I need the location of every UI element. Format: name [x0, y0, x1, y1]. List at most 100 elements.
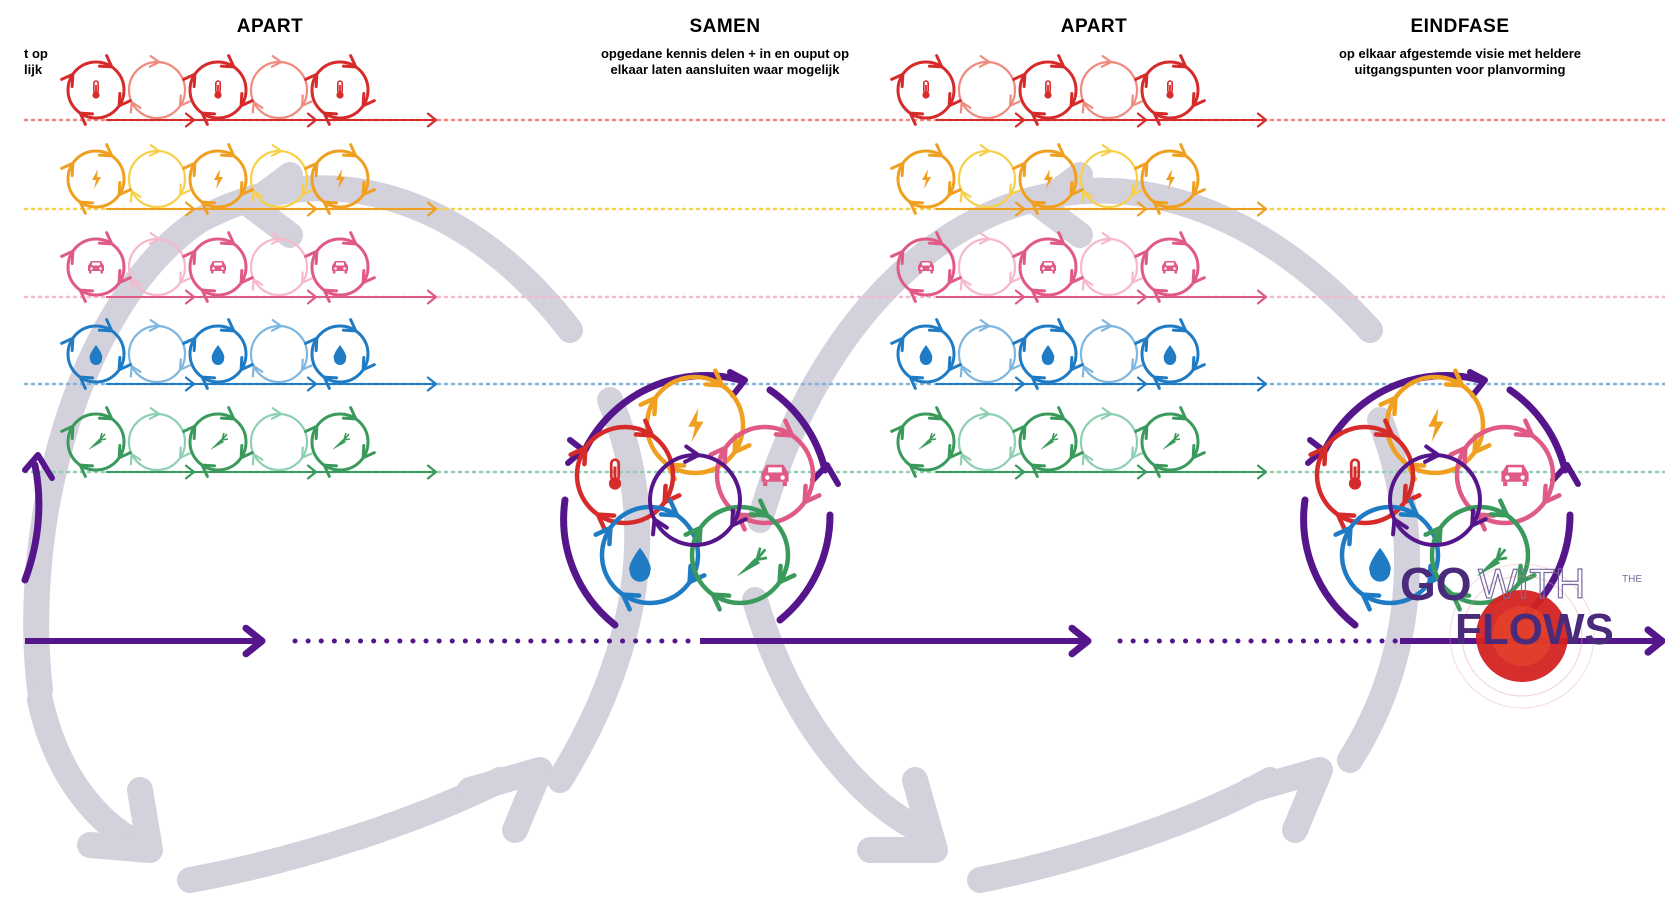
- water-drop-icon: [919, 345, 933, 365]
- lightning-icon: [1428, 408, 1444, 442]
- car-icon: [918, 261, 934, 274]
- carrot-icon: [1040, 432, 1059, 450]
- car-icon: [1040, 261, 1056, 274]
- flow-phase-ring: [1012, 406, 1084, 478]
- water-drop-icon: [1369, 547, 1391, 582]
- flow-step-ring: [249, 55, 313, 120]
- flow-phase-ring: [890, 406, 962, 478]
- main-arrowhead: [1644, 626, 1665, 656]
- flow-phase-ring: [60, 318, 132, 390]
- subtitle-line: uitgangspunten voor planvorming: [1354, 62, 1566, 77]
- combined-flow-ring: [708, 418, 822, 532]
- flow-arrowhead: [1256, 112, 1268, 128]
- flow-arrowhead: [426, 112, 438, 128]
- flow-phase-ring: [182, 143, 254, 215]
- flow-phase-ring: [182, 318, 254, 390]
- flow-row-voedsel: [23, 406, 1665, 480]
- thermometer-icon: [92, 80, 100, 99]
- water-drop-icon: [629, 547, 651, 582]
- flow-arrowhead: [1256, 289, 1268, 305]
- subtitle-line: op elkaar afgestemde visie met heldere: [1338, 46, 1582, 61]
- flow-step-ring: [249, 319, 313, 384]
- flow-arrowhead: [426, 376, 438, 392]
- flow-step-ring: [1079, 407, 1143, 472]
- flow-phase-ring: [60, 406, 132, 478]
- flow-step-ring: [957, 144, 1021, 209]
- phase-title-samen: SAMEN: [689, 16, 761, 37]
- water-drop-icon: [89, 345, 103, 365]
- grey-cycle-arrowhead: [967, 767, 1283, 893]
- water-drop-icon: [1041, 345, 1055, 365]
- flow-arrowhead: [1256, 201, 1268, 217]
- flow-arrowhead: [1014, 464, 1026, 480]
- grey-cycle-arrowhead: [457, 757, 553, 843]
- car-icon: [210, 261, 226, 274]
- main-cycle-arrowhead: [22, 452, 55, 481]
- carrot-icon: [88, 432, 107, 450]
- combined-cycle-arc: [1300, 496, 1359, 629]
- lightning-icon: [1044, 169, 1053, 189]
- flow-arrowhead: [1014, 289, 1026, 305]
- flow-phase-ring: [60, 54, 132, 126]
- lightning-icon: [922, 169, 931, 189]
- grey-cycle-arc: [742, 587, 933, 843]
- flow-phase-ring: [890, 143, 962, 215]
- flow-arrowhead: [184, 376, 196, 392]
- main-arrowhead: [242, 624, 266, 658]
- flow-arrowhead: [184, 289, 196, 305]
- combined-flow-ring: [1448, 418, 1562, 532]
- combined-cluster-samen: [560, 368, 841, 629]
- phase-subtitle-samen: opgedane kennis delen + in en ouput op e…: [540, 46, 910, 78]
- flow-phase-ring: [304, 231, 376, 303]
- flow-phase-ring: [1012, 231, 1084, 303]
- flow-phase-ring: [60, 231, 132, 303]
- flow-step-ring: [1079, 144, 1143, 209]
- phase-title-eindfase: EINDFASE: [1410, 16, 1510, 37]
- flow-phase-ring: [890, 231, 962, 303]
- grey-cycle-arrowhead: [1237, 757, 1333, 843]
- clipped-line: t op: [24, 46, 48, 61]
- flow-arrowhead: [426, 464, 438, 480]
- water-drop-icon: [1163, 345, 1177, 365]
- clipped-text: t op lijk: [24, 46, 48, 78]
- flow-step-ring: [127, 407, 191, 472]
- thermometer-icon: [1044, 80, 1052, 99]
- lightning-icon: [214, 169, 223, 189]
- phase-subtitle-eindfase: op elkaar afgestemde visie met heldere u…: [1300, 46, 1620, 78]
- flow-phase-ring: [304, 406, 376, 478]
- flow-step-ring: [957, 55, 1021, 120]
- logo-flows: FLOWS: [1455, 605, 1614, 654]
- flow-arrowhead: [306, 376, 318, 392]
- combined-flow-ring: [568, 418, 682, 532]
- combined-cycle-arrowhead: [727, 369, 748, 398]
- subtitle-line: elkaar laten aansluiten waar mogelijk: [610, 62, 840, 77]
- logo-the: THE: [1622, 574, 1642, 585]
- flow-arrowhead: [1014, 201, 1026, 217]
- flow-arrowhead: [184, 464, 196, 480]
- go-with-the-flows-logo: GO WITH THE FLOWS: [1400, 558, 1642, 709]
- main-arrowhead: [1068, 624, 1092, 658]
- car-icon: [761, 464, 789, 487]
- flow-step-ring: [957, 319, 1021, 384]
- flow-step-ring: [1079, 55, 1143, 120]
- water-drop-icon: [333, 345, 347, 365]
- flow-arrowhead: [426, 289, 438, 305]
- flow-rows: [23, 54, 1665, 480]
- combined-cycles: [560, 368, 1581, 629]
- carrot-icon: [736, 547, 768, 577]
- thermometer-icon: [336, 80, 344, 99]
- flow-row-energie: [23, 143, 1665, 217]
- water-drop-icon: [211, 345, 225, 365]
- thermometer-icon: [1166, 80, 1174, 99]
- flow-phase-ring: [182, 54, 254, 126]
- flow-step-ring: [957, 232, 1021, 297]
- car-icon: [332, 261, 348, 274]
- combined-cycle-arc: [766, 386, 829, 474]
- flow-arrowhead: [426, 201, 438, 217]
- flow-phase-ring: [1134, 406, 1206, 478]
- combined-center-ring: [648, 444, 748, 547]
- car-icon: [1501, 464, 1529, 487]
- phase-title-apart-1: APART: [236, 16, 304, 37]
